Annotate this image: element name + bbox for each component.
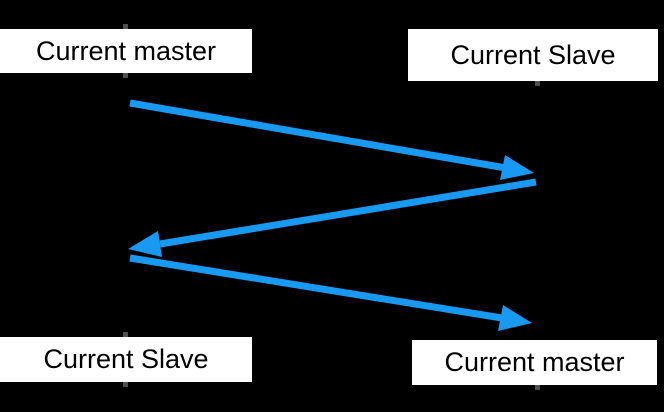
lifeline-stub xyxy=(123,382,128,387)
lifeline-stub xyxy=(535,385,540,390)
arrowhead-left-icon xyxy=(128,231,162,257)
arrowhead-right-icon xyxy=(498,305,532,331)
node-label: Current master xyxy=(444,347,625,377)
node-label: Current Slave xyxy=(43,344,209,374)
lifeline-stub xyxy=(535,81,540,86)
node-current-slave-bottom: Current Slave xyxy=(0,337,252,382)
arrow-bottom-left-to-master xyxy=(129,254,532,331)
arrow-master-to-slave xyxy=(129,99,534,180)
lifeline-stub xyxy=(123,73,128,78)
node-current-slave-top: Current Slave xyxy=(408,29,658,81)
node-current-master-bottom: Current master xyxy=(412,340,657,385)
arrow-slave-to-bottom-left xyxy=(128,178,537,257)
node-current-master-top: Current master xyxy=(0,29,252,73)
lifeline-stub xyxy=(123,24,128,29)
arrowhead-right-icon xyxy=(500,155,534,180)
node-label: Current Slave xyxy=(450,39,616,70)
node-label: Current master xyxy=(35,35,217,66)
lifeline-stub xyxy=(123,332,128,337)
